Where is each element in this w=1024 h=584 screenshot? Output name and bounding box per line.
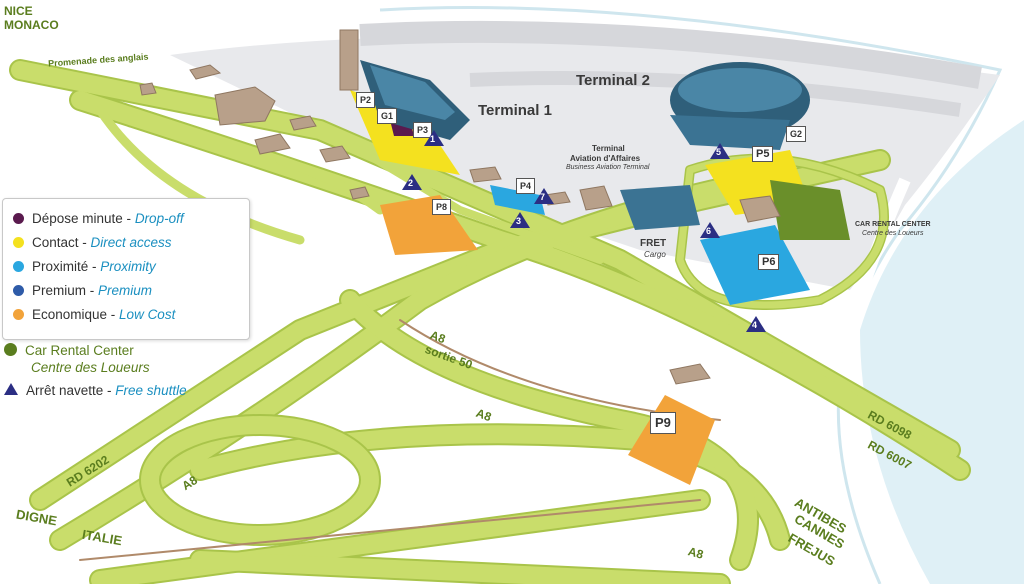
legend-dot [13, 213, 24, 224]
parking-sign-p2: P2 [356, 92, 376, 108]
legend-item-contact: Contact - Direct access [13, 235, 172, 250]
legend-car-rental: Car Rental Center [4, 343, 134, 358]
city-label-nice: NICE [4, 4, 33, 18]
legend-car-rental-fr: Centre des Loueurs [31, 360, 150, 375]
car-rental-area [770, 180, 850, 240]
legend-dot [13, 237, 24, 248]
shuttle-stop-4: 4 [746, 316, 766, 332]
coastline [379, 6, 1003, 584]
business-terminal-label-2: Aviation d'Affaires [570, 154, 641, 163]
parking-p6-area [700, 225, 810, 305]
shuttle-legend-icon [4, 383, 18, 395]
parking-p9-area [628, 395, 715, 485]
shuttle-stop-7: 7 [534, 188, 554, 204]
shuttle-stop-2: 2 [402, 174, 422, 190]
legend-item-dropoff: Dépose minute - Drop-off [13, 211, 184, 226]
terminal-1-label: Terminal 1 [478, 102, 552, 119]
cargo-label: FRET [640, 238, 667, 249]
legend-dot [13, 309, 24, 320]
sea [430, 0, 1024, 584]
car-rental-map-label-en: Centre des Loueurs [862, 230, 924, 237]
shuttle-stop-5: 5 [710, 143, 730, 159]
terminal-2-label: Terminal 2 [576, 72, 650, 89]
shuttle-stop-3: 3 [510, 212, 530, 228]
city-label-monaco: MONACO [4, 18, 59, 32]
car-rental-dot [4, 343, 17, 356]
shuttle-stop-1: 1 [424, 130, 444, 146]
parking-sign-p8: P8 [432, 199, 452, 215]
cargo-building [620, 185, 700, 230]
legend-item-proximity: Proximité - Proximity [13, 259, 156, 274]
parking-sign-p9: P9 [650, 412, 676, 434]
runway-north [359, 20, 982, 89]
business-terminal-label-en: Business Aviation Terminal [566, 164, 650, 171]
legend-item-lowcost: Economique - Low Cost [13, 307, 175, 322]
legend-item-premium: Premium - Premium [13, 283, 152, 298]
cargo-label-en: Cargo [644, 250, 666, 259]
parking-sign-g1: G1 [377, 108, 398, 124]
business-terminal-label-1: Terminal [592, 144, 625, 153]
legend-dot [13, 261, 24, 272]
legend-shuttle: Arrêt navette - Free shuttle [4, 383, 187, 398]
legend-dot [13, 285, 24, 296]
parking-p4-area [490, 185, 545, 215]
parking-sign-g2: G2 [786, 126, 807, 142]
parking-sign-p4: P4 [516, 178, 536, 194]
parking-sign-p5: P5 [752, 146, 774, 162]
parking-p8-area [380, 195, 478, 255]
car-rental-map-label: CAR RENTAL CENTER [855, 221, 931, 228]
parking-sign-p6: P6 [758, 254, 780, 270]
shuttle-stop-6: 6 [700, 222, 720, 238]
parking-legend: Dépose minute - Drop-off Contact - Direc… [2, 198, 250, 340]
terminal-2-building [670, 62, 810, 150]
